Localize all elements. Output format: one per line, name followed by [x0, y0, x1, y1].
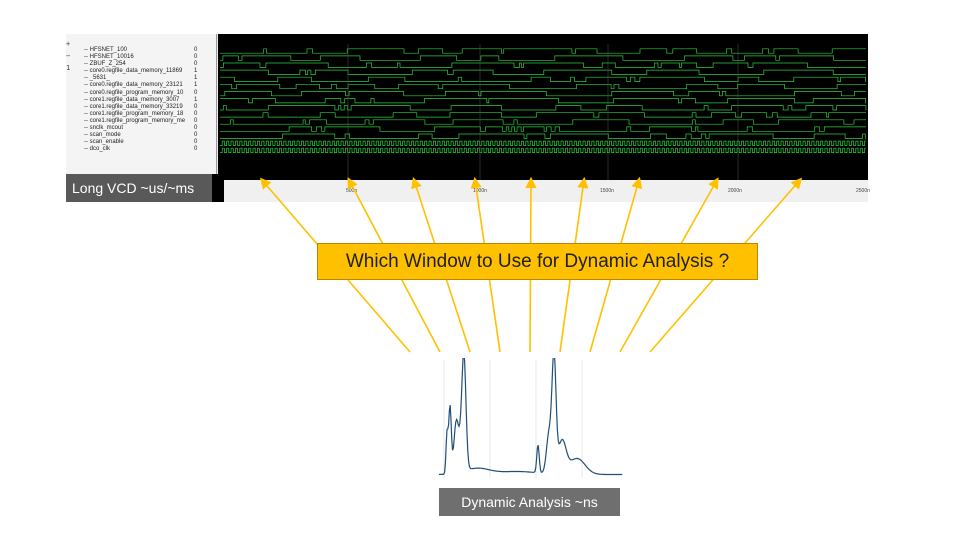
timeline-ruler: 500n 1000n 1500n 2000n 2500n	[218, 180, 870, 202]
signal-waveform	[220, 48, 866, 54]
signal-waveform	[220, 119, 866, 125]
signal-name[interactable]: -- scan_enable	[84, 139, 124, 146]
signal-value: 0	[194, 125, 198, 132]
signal-waveform	[220, 105, 867, 111]
signal-name[interactable]: -- core0.regfile_program_memory_10	[84, 89, 184, 96]
power-curve	[438, 358, 623, 476]
signal-waveform	[220, 69, 866, 75]
signal-value: 0	[194, 103, 198, 110]
signal-name[interactable]: -- HFSNET_100	[84, 47, 128, 53]
expand-plus-icon[interactable]: +	[66, 40, 71, 48]
signal-value: 0	[194, 146, 198, 153]
signal-waveform	[220, 126, 866, 132]
expand-minus-icon[interactable]: −	[66, 52, 71, 60]
signal-waveform	[220, 140, 866, 146]
signal-value: 0	[194, 61, 198, 68]
signal-waveform	[220, 133, 866, 139]
signal-value: 0	[194, 54, 198, 61]
timeline-tick-label: 1000n	[473, 188, 487, 194]
tree-expand-markers: + − 1	[66, 38, 74, 74]
signal-waveform	[220, 83, 866, 90]
signal-value: 1	[194, 68, 198, 75]
signal-name[interactable]: -- _5631_	[84, 75, 110, 82]
signal-name[interactable]: -- snclk_mcout	[84, 125, 124, 132]
signal-waveform	[220, 98, 866, 104]
signal-value: 1	[194, 82, 198, 89]
waveform-area[interactable]	[218, 34, 868, 180]
signal-value: 1	[194, 75, 198, 82]
signal-value: 0	[194, 132, 198, 139]
signal-waveform	[220, 112, 866, 118]
signal-names: -- HFSNET_100-- HFSNET_10016-- ZBUF_Z_25…	[84, 47, 185, 153]
question-banner: Which Window to Use for Dynamic Analysis…	[317, 243, 758, 280]
signal-waveform	[220, 91, 866, 97]
signal-name[interactable]: -- core0.regfile_data_memory_11869	[84, 68, 183, 75]
signal-name[interactable]: -- core1.regfile_program_memory_18	[84, 110, 184, 117]
label-tail	[212, 174, 224, 202]
signal-value: 1	[194, 96, 198, 103]
signal-waveform	[220, 62, 866, 68]
timeline-tick-label: 2000n	[728, 188, 742, 194]
signal-value: 0	[194, 110, 198, 117]
dynamic-analysis-label: Dynamic Analysis ~ns	[439, 488, 620, 516]
signal-name[interactable]: -- core1.regfile_program_memory_me	[84, 117, 186, 124]
signal-name[interactable]: -- ZBUF_Z_254	[84, 61, 126, 68]
timeline-tick-label: 500n	[346, 188, 358, 194]
signal-value: 0	[194, 117, 198, 124]
tree-branch-icon: 1	[66, 64, 71, 72]
signal-name[interactable]: -- core1.regfile_data_memory_33219	[84, 103, 183, 110]
signal-value: 0	[194, 47, 198, 53]
long-vcd-label: Long VCD ~us/~ms	[66, 174, 212, 202]
signal-value: 0	[194, 89, 198, 96]
signal-name[interactable]: -- core1.regfile_data_memory_3007	[84, 96, 180, 103]
timeline-tick-label: 1500n	[600, 188, 614, 194]
signal-name[interactable]: -- HFSNET_10016	[84, 54, 134, 61]
signal-name[interactable]: -- dco_clk	[84, 146, 111, 153]
signal-waveform	[220, 55, 866, 61]
signal-waveform	[220, 76, 866, 82]
signal-value: 0	[194, 139, 198, 146]
signal-name[interactable]: -- core0.regfile_data_memory_23121	[84, 82, 183, 89]
timeline-tick-label: 2500n	[856, 188, 870, 194]
dynamic-analysis-plot	[438, 358, 623, 478]
signal-waveform	[220, 147, 866, 153]
signal-name[interactable]: -- scan_mode	[84, 132, 121, 139]
